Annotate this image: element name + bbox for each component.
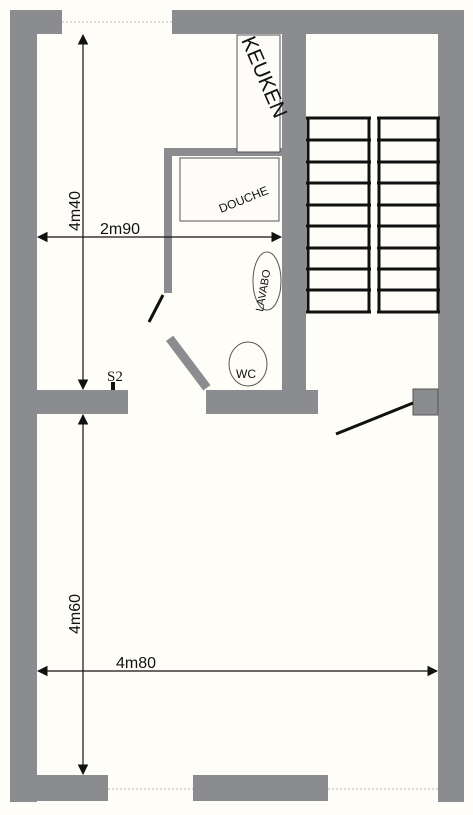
middle-wall-right <box>206 390 318 414</box>
staircase-icon <box>306 116 440 314</box>
wall-bottom-middle <box>193 775 328 801</box>
dimension-lower-height-label: 4m60 <box>67 594 84 634</box>
washbasin-outline <box>252 251 282 311</box>
bathroom-door-leaf <box>147 294 165 323</box>
stair-treads-left <box>306 116 371 314</box>
stair-post <box>412 388 439 416</box>
kitchen-wall <box>282 34 306 390</box>
shower-wall-side <box>164 148 172 293</box>
shower: DOUCHE <box>179 157 280 222</box>
stair-treads-right <box>377 116 440 314</box>
dimension-lines <box>36 33 439 776</box>
dimension-upper-width-label: 2m90 <box>100 221 140 238</box>
wall-left <box>10 10 37 802</box>
wall-top-left <box>10 10 62 34</box>
toilet-outline <box>228 341 268 387</box>
switch-s2: S2 <box>107 369 123 390</box>
shower-tray <box>179 157 280 222</box>
toilet: WC <box>228 341 268 387</box>
wall-bottom-left <box>10 775 108 801</box>
dimension-upper-height-label: 4m40 <box>67 191 84 231</box>
interior-walls <box>37 34 439 416</box>
kitchen-counter-outline <box>236 34 281 153</box>
bathroom-doors <box>147 294 414 436</box>
switch-marker <box>111 382 115 390</box>
living-door-leaf <box>335 401 414 436</box>
toilet-label: WC <box>236 367 256 381</box>
switch-label: S2 <box>107 369 123 385</box>
wall-right <box>438 10 464 802</box>
shower-wall-top <box>164 148 282 156</box>
wall-top-right <box>172 10 464 34</box>
dimension-full-width-label: 4m80 <box>116 655 156 672</box>
outer-walls <box>10 10 464 802</box>
wc-door-leaf <box>166 335 211 391</box>
middle-wall-left <box>37 390 128 414</box>
